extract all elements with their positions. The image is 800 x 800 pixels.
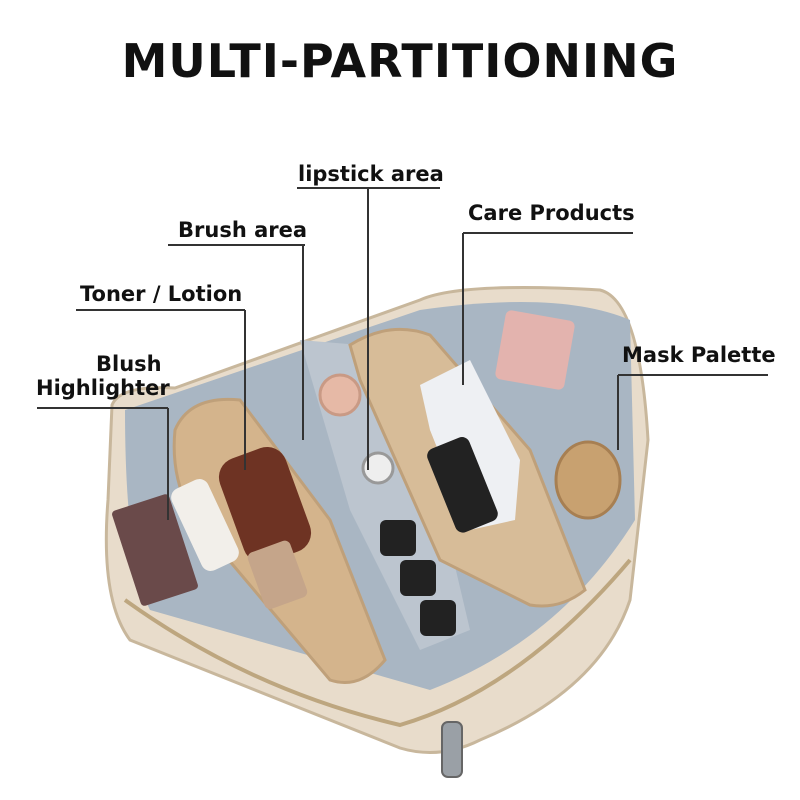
toner-bottle [218, 446, 312, 564]
label-toner-lotion: Toner / Lotion [80, 282, 243, 306]
label-mask-palette: Mask Palette [622, 343, 776, 367]
lipstick-3 [380, 520, 416, 556]
lotion-tube [171, 479, 239, 571]
lipstick-4 [400, 560, 436, 596]
care-pump [427, 437, 498, 533]
label-lipstick-area: lipstick area [298, 162, 444, 186]
blush-compact [112, 494, 198, 606]
callout-lines [37, 187, 768, 520]
label-highlighter: Highlighter [36, 376, 170, 400]
lipstick-2 [361, 451, 395, 485]
lipstick-1 [318, 373, 362, 417]
lipstick-5 [420, 600, 456, 636]
label-blush: Blush [96, 352, 162, 376]
label-brush-area: Brush area [178, 218, 308, 242]
toner-cap [247, 540, 308, 610]
label-care-products: Care Products [468, 201, 635, 225]
zipper-pull [441, 721, 463, 778]
mask-palette [495, 310, 575, 390]
cream-jar [554, 440, 622, 520]
bag-zipper [123, 558, 632, 728]
page-title: MULTI-PARTITIONING [121, 34, 679, 88]
